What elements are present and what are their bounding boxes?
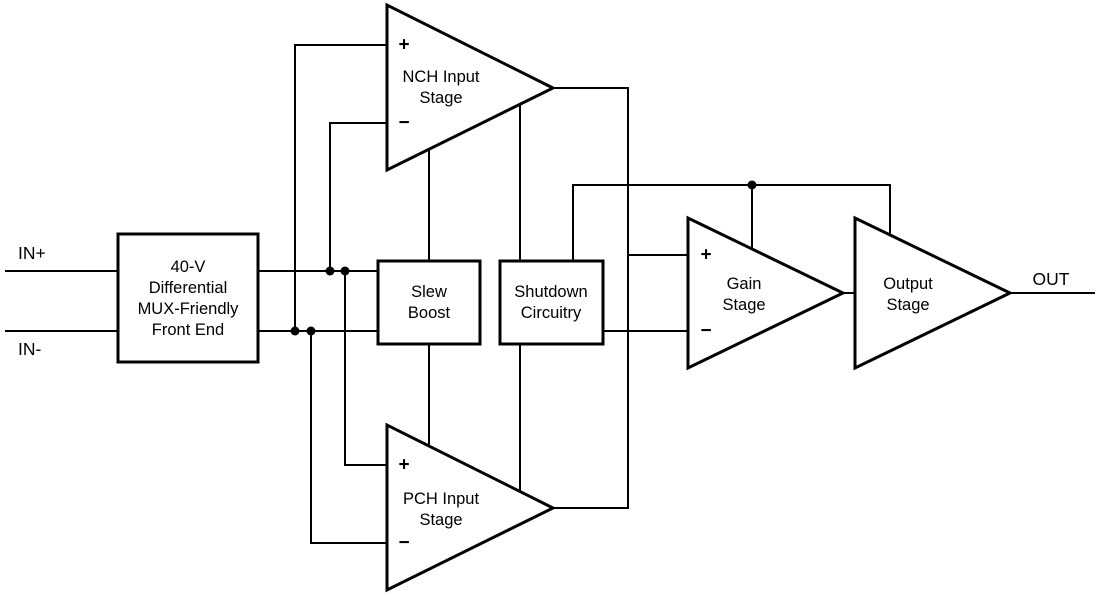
gain-plus-sign: + bbox=[700, 245, 711, 266]
junction-dot bbox=[290, 326, 300, 336]
junction-dot bbox=[747, 180, 757, 190]
wire-branch-pch-plus bbox=[344, 271, 387, 466]
wire-branch-nch-minus bbox=[329, 122, 387, 271]
nch-plus-sign: + bbox=[398, 35, 409, 56]
nch-input-stage-triangle bbox=[385, 2, 557, 173]
junction-dot bbox=[306, 326, 316, 336]
shutdown-label-line1: Shutdown bbox=[514, 283, 587, 301]
junction-dot bbox=[340, 266, 350, 276]
wire-shutdown-route bbox=[572, 184, 891, 261]
front-end-label-line3: MUX-Friendly bbox=[138, 300, 240, 318]
front-end-label-line1: 40-V bbox=[171, 258, 206, 276]
output-stage-label-line1: Output bbox=[883, 275, 933, 293]
gain-minus-sign: − bbox=[700, 321, 711, 342]
nch-stage-label-line1: NCH Input bbox=[402, 68, 479, 86]
pch-input-stage-triangle bbox=[385, 422, 557, 593]
wire-branch-pch-minus bbox=[310, 331, 387, 544]
nch-minus-sign: − bbox=[398, 113, 409, 134]
in-plus-label: IN+ bbox=[18, 243, 46, 263]
output-stage-triangle bbox=[853, 215, 1014, 371]
shutdown-box bbox=[498, 259, 605, 346]
wire-stage-outputs-tie bbox=[553, 87, 629, 509]
output-stage-label-line2: Stage bbox=[886, 296, 929, 314]
slew-boost-label-line1: Slew bbox=[411, 283, 447, 301]
pch-stage-label-line2: Stage bbox=[419, 511, 462, 529]
shutdown-label-line2: Circuitry bbox=[521, 304, 582, 322]
slew-boost-label-line2: Boost bbox=[408, 304, 451, 322]
junction-dot bbox=[325, 266, 335, 276]
pch-minus-sign: − bbox=[398, 533, 409, 554]
out-label: OUT bbox=[1033, 269, 1070, 289]
nch-stage-label-line2: Stage bbox=[419, 89, 462, 107]
gain-stage-label-line1: Gain bbox=[727, 275, 762, 293]
gain-stage-label-line2: Stage bbox=[722, 296, 765, 314]
front-end-label-line4: Front End bbox=[152, 321, 224, 339]
pch-stage-label-line1: PCH Input bbox=[403, 490, 480, 508]
front-end-box bbox=[116, 232, 260, 364]
pch-plus-sign: + bbox=[398, 455, 409, 476]
gain-stage-triangle bbox=[686, 215, 847, 371]
front-end-label-line2: Differential bbox=[149, 279, 228, 297]
in-minus-label: IN- bbox=[18, 339, 42, 359]
wire-branch-nch-plus bbox=[294, 44, 387, 331]
slew-boost-box bbox=[376, 259, 482, 346]
